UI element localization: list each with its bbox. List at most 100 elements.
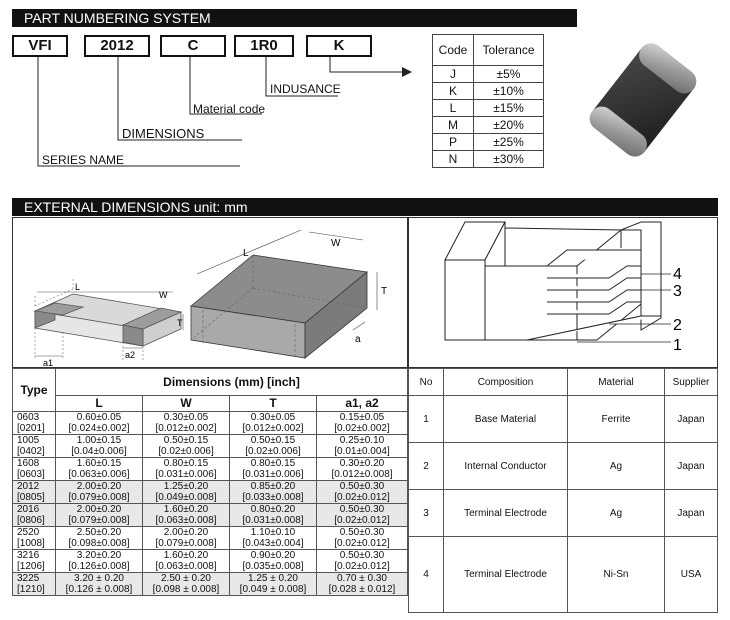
dim-value-inch: [0.02±0.006] (158, 446, 214, 457)
dim-value-mm: 0.80±0.20 (250, 504, 296, 515)
dim-value-mm: 0.15±0.05 (339, 412, 385, 423)
layer-label-1: 1 (673, 337, 682, 354)
dim-value-inch: [0.031±0.006] (242, 469, 304, 480)
comp-supplier: Japan (664, 442, 718, 490)
dim-value-mm: 1.25±0.20 (163, 481, 209, 492)
dim-value-mm: 0.50±0.15 (250, 435, 296, 446)
dim-value-mm: 1.60±0.20 (163, 550, 209, 561)
table-row: 3216[1206]3.20±0.20[0.126±0.008]1.60±0.2… (12, 549, 408, 573)
dim-value-cell: 2.00±0.20[0.079±0.008] (55, 503, 143, 527)
dim-value-cell: 1.00±0.15[0.04±0.006] (55, 434, 143, 458)
comp-composition: Terminal Electrode (443, 536, 568, 613)
dim-type-metric: 0603 (17, 412, 40, 423)
dim-value-inch: [0.126±0.008] (68, 561, 130, 572)
drawing-label-L-small: L (75, 282, 80, 292)
dim-type-cell: 3225[1210] (12, 572, 56, 596)
layer-label-4: 4 (673, 266, 682, 283)
comp-header-material: Material (567, 368, 665, 396)
tol-value: ±15% (473, 99, 544, 117)
dimension-drawing-panel: L W T a1 a2 L W T a (12, 217, 408, 368)
drawing-label-a: a (355, 334, 361, 345)
dim-value-cell: 0.25±0.10[0.01±0.004] (316, 434, 408, 458)
dim-value-cell: 0.80±0.20[0.031±0.008] (229, 503, 317, 527)
dim-value-mm: 0.50±0.30 (339, 550, 385, 561)
dim-type-cell: 1005[0402] (12, 434, 56, 458)
table-row: J±5% (432, 65, 544, 83)
dim-value-cell: 0.50±0.30[0.02±0.012] (316, 526, 408, 550)
tol-value: ±10% (473, 82, 544, 100)
tol-code: N (432, 150, 474, 168)
dim-value-inch: [0.079±0.008] (68, 515, 130, 526)
dim-value-mm: 0.90±0.20 (250, 550, 296, 561)
dim-value-cell: 0.30±0.05[0.012±0.002] (142, 411, 230, 435)
dim-value-cell: 1.60±0.15[0.063±0.006] (55, 457, 143, 481)
dim-value-mm: 2.00±0.20 (76, 504, 122, 515)
dim-type-metric: 2016 (17, 504, 40, 515)
dim-type-cell: 2016[0806] (12, 503, 56, 527)
dim-header-type: Type (12, 368, 56, 412)
dim-col-a1a2: a1, a2 (316, 395, 408, 412)
table-row: P±25% (432, 133, 544, 151)
table-row: 0603[0201]0.60±0.05[0.024±0.002]0.30±0.0… (12, 411, 408, 435)
table-row: N±30% (432, 150, 544, 168)
code-series: VFI (12, 35, 68, 57)
dim-type-metric: 2520 (17, 527, 40, 538)
inductor-photo (589, 43, 697, 157)
dim-value-inch: [0.049 ± 0.008] (239, 584, 307, 595)
dim-value-mm: 0.60±0.05 (76, 412, 122, 423)
dim-value-mm: 1.00±0.15 (76, 435, 122, 446)
comp-header-no: No (408, 368, 444, 396)
dim-value-cell: 0.50±0.15[0.02±0.006] (229, 434, 317, 458)
comp-material: Ag (567, 442, 665, 490)
dim-type-cell: 3216[1206] (12, 549, 56, 573)
dim-value-cell: 3.20 ± 0.20[0.126 ± 0.008] (55, 572, 143, 596)
dim-type-inch: [0805] (17, 492, 45, 503)
dim-value-inch: [0.02±0.002] (334, 423, 390, 434)
tolerance-header-code: Code (432, 34, 474, 66)
dim-value-inch: [0.079±0.008] (68, 492, 130, 503)
dim-value-inch: [0.063±0.006] (68, 469, 130, 480)
drawing-label-T-small: T (177, 318, 183, 328)
dim-value-cell: 0.50±0.30[0.02±0.012] (316, 503, 408, 527)
external-dimensions-header: EXTERNAL DIMENSIONS unit: mm (12, 198, 718, 216)
dim-value-cell: 0.80±0.15[0.031±0.006] (142, 457, 230, 481)
dim-value-cell: 0.30±0.20[0.012±0.008] (316, 457, 408, 481)
comp-no: 2 (408, 442, 444, 490)
dim-value-inch: [0.033±0.008] (242, 492, 304, 503)
table-row: 2016[0806]2.00±0.20[0.079±0.008]1.60±0.2… (12, 503, 408, 527)
dim-value-inch: [0.126 ± 0.008] (65, 584, 133, 595)
dim-value-cell: 1.25 ± 0.20[0.049 ± 0.008] (229, 572, 317, 596)
dim-value-inch: [0.01±0.004] (334, 446, 390, 457)
table-row: 2 Internal Conductor Ag Japan (408, 442, 718, 490)
tol-code: J (432, 65, 474, 83)
dim-type-inch: [0806] (17, 515, 45, 526)
dim-value-inch: [0.02±0.012] (334, 515, 390, 526)
dim-value-inch: [0.063±0.008] (155, 561, 217, 572)
dim-value-mm: 0.50±0.15 (163, 435, 209, 446)
dim-value-inch: [0.063±0.008] (155, 515, 217, 526)
label-inductance: INDUSANCE (270, 82, 341, 96)
dim-type-metric: 1608 (17, 458, 40, 469)
dim-value-mm: 2.50 ± 0.20 (161, 573, 211, 584)
dim-type-metric: 2012 (17, 481, 40, 492)
comp-supplier: Japan (664, 395, 718, 443)
dim-type-metric: 1005 (17, 435, 40, 446)
table-row: 1608[0603]1.60±0.15[0.063±0.006]0.80±0.1… (12, 457, 408, 481)
code-material: C (160, 35, 226, 57)
comp-header-supplier: Supplier (664, 368, 718, 396)
comp-no: 4 (408, 536, 444, 613)
dim-value-cell: 0.50±0.15[0.02±0.006] (142, 434, 230, 458)
dim-value-cell: 0.60±0.05[0.024±0.002] (55, 411, 143, 435)
dim-value-inch: [0.02±0.012] (334, 538, 390, 549)
dim-value-mm: 0.70 ± 0.30 (337, 573, 387, 584)
dim-value-inch: [0.012±0.002] (155, 423, 217, 434)
dim-type-cell: 0603[0201] (12, 411, 56, 435)
drawing-label-W-small: W (159, 290, 168, 300)
drawing-label-W: W (331, 238, 341, 249)
dim-value-inch: [0.098 ± 0.008] (152, 584, 220, 595)
dim-value-cell: 0.90±0.20[0.035±0.008] (229, 549, 317, 573)
dim-value-inch: [0.079±0.008] (155, 538, 217, 549)
comp-composition: Terminal Electrode (443, 489, 568, 537)
table-row: M±20% (432, 116, 544, 134)
dim-value-mm: 2.00±0.20 (76, 481, 122, 492)
